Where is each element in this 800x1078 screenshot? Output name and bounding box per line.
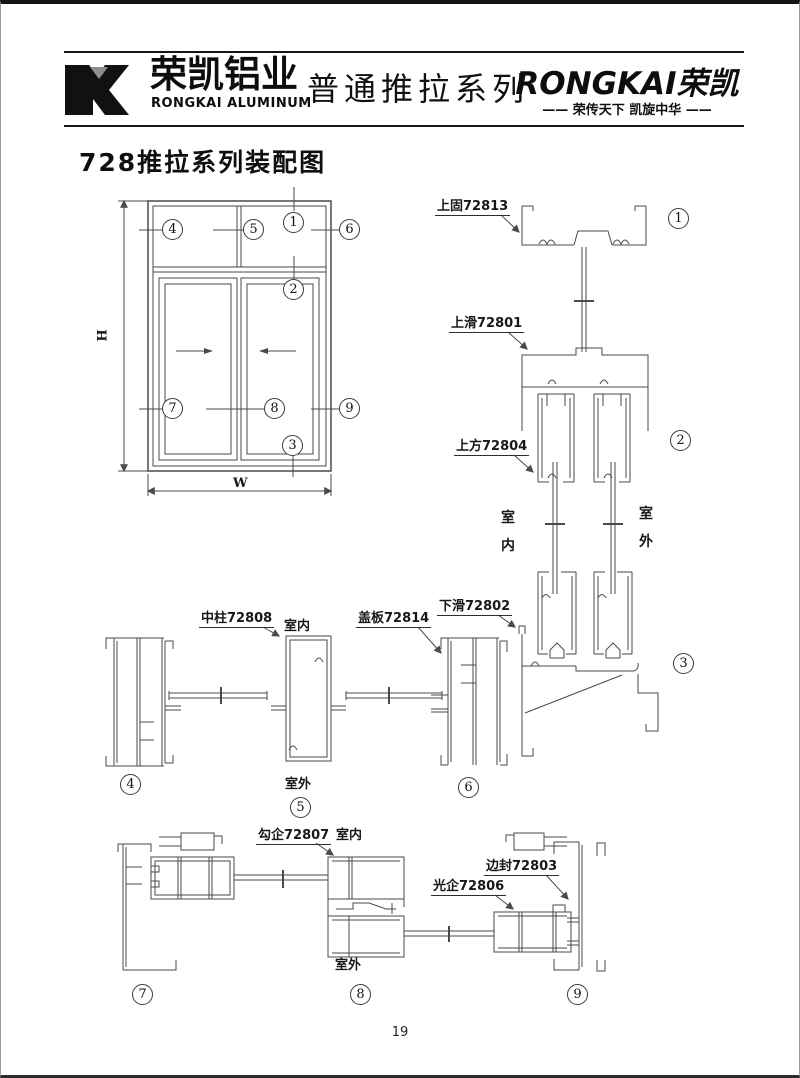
schematic-callout-8: 8 bbox=[264, 398, 285, 419]
glass-pane-d bbox=[404, 926, 495, 942]
brand-name-cn: 荣凯铝业 bbox=[150, 53, 298, 96]
profile-top-fix bbox=[500, 205, 647, 352]
section-marker-1: 1 bbox=[668, 208, 689, 229]
label-indoor-vertical: 室内 bbox=[501, 510, 515, 554]
section-marker-7: 7 bbox=[132, 984, 153, 1005]
schematic-callout-9: 9 bbox=[339, 398, 360, 419]
brand-logo-right: RONGKAI荣凯 bbox=[515, 66, 739, 102]
series-title: 普通推拉系列 bbox=[307, 70, 530, 108]
section-marker-4: 4 bbox=[120, 774, 141, 795]
schematic-callout-7: 7 bbox=[162, 398, 183, 419]
profile-cover-plate-frame bbox=[417, 626, 508, 766]
profile-frame-left-bottom bbox=[117, 832, 235, 971]
glass-pane-b bbox=[345, 687, 443, 704]
profile-top-slide bbox=[507, 331, 649, 483]
profile-hook-stile bbox=[315, 842, 405, 958]
profile-bottom-slide bbox=[497, 571, 659, 757]
label-edge-seal: 边封72803 bbox=[484, 859, 560, 877]
profile-edge-seal-right bbox=[505, 832, 606, 972]
label-outdoor-bottom: 室外 bbox=[335, 958, 362, 973]
label-indoor-mid: 室内 bbox=[284, 619, 311, 634]
schematic-callout-4: 4 bbox=[162, 219, 183, 240]
section-marker-6: 6 bbox=[458, 777, 479, 798]
section-marker-2: 2 bbox=[670, 430, 691, 451]
brand-name-en: RONGKAI ALUMINUM bbox=[151, 96, 312, 111]
label-bottom-slide: 下滑72802 bbox=[437, 599, 513, 617]
label-top-fix: 上固72813 bbox=[435, 199, 511, 217]
label-top-sash: 上方72804 bbox=[454, 439, 530, 457]
header-top-rule bbox=[64, 51, 744, 53]
label-center-post: 中柱72808 bbox=[199, 611, 275, 629]
label-interlock-stile: 光企72806 bbox=[431, 879, 507, 897]
logo-gray-triangle bbox=[90, 67, 108, 79]
profile-interlock-stile bbox=[493, 894, 572, 953]
label-indoor-bottom: 室内 bbox=[336, 828, 363, 843]
profile-edge-frame-left bbox=[105, 637, 181, 767]
schematic-callout-3: 3 bbox=[282, 435, 303, 456]
label-top-slide: 上滑72801 bbox=[449, 316, 525, 334]
header-bottom-rule bbox=[64, 125, 744, 127]
page-title: 728推拉系列装配图 bbox=[79, 148, 327, 177]
section-marker-3: 3 bbox=[673, 653, 694, 674]
label-outdoor-mid: 室外 bbox=[285, 777, 312, 792]
assembly-drawing bbox=[105, 187, 659, 972]
label-hook-stile: 勾企72807 bbox=[256, 828, 332, 846]
dimension-height-label: H bbox=[95, 329, 111, 342]
label-outdoor-vertical: 室外 bbox=[639, 506, 653, 550]
window-schematic bbox=[118, 187, 339, 496]
profile-center-post bbox=[262, 626, 346, 762]
section-marker-9: 9 bbox=[567, 984, 588, 1005]
schematic-callout-2: 2 bbox=[283, 279, 304, 300]
brand-slogan: —— 荣传天下 凯旋中华 —— bbox=[542, 103, 712, 118]
dimension-width-label: W bbox=[233, 476, 248, 491]
glass-pane-c bbox=[233, 870, 328, 888]
glass-panes-vertical bbox=[545, 462, 623, 594]
glass-pane-a bbox=[168, 687, 268, 704]
schematic-callout-6: 6 bbox=[339, 219, 360, 240]
section-marker-8: 8 bbox=[350, 984, 371, 1005]
section-marker-5: 5 bbox=[290, 797, 311, 818]
schematic-callout-1: 1 bbox=[283, 212, 304, 233]
rongkai-k-logo bbox=[65, 65, 129, 115]
page-number: 19 bbox=[391, 1025, 409, 1040]
schematic-callout-5: 5 bbox=[243, 219, 264, 240]
label-cover-plate: 盖板72814 bbox=[356, 611, 432, 629]
